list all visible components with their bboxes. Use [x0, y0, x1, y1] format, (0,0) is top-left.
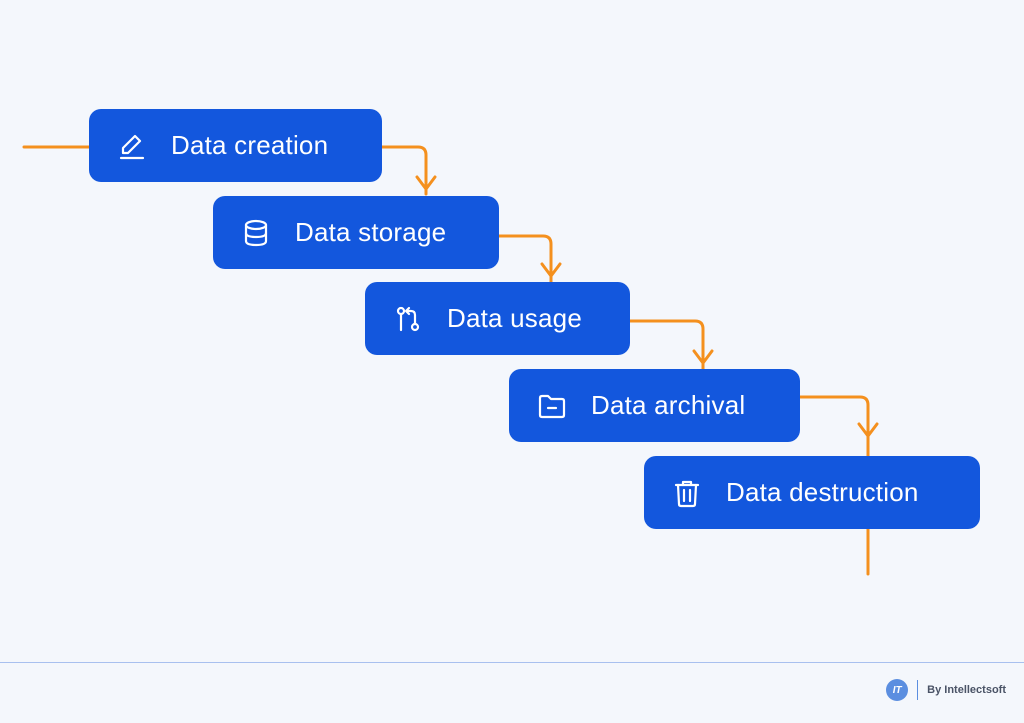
arrowhead-usage-archival: [692, 349, 714, 365]
arrowhead-archival-destruction: [857, 422, 879, 438]
git-branch-icon: [391, 302, 425, 336]
trash-icon: [670, 476, 704, 510]
step-data-usage[interactable]: Data usage: [365, 282, 630, 355]
folder-icon: [535, 389, 569, 423]
footer-separator: [917, 680, 919, 700]
step-label: Data destruction: [726, 477, 919, 507]
footer-divider: [0, 662, 1024, 663]
step-label: Data storage: [295, 217, 447, 247]
connector-usage-archival: [628, 319, 705, 371]
arrowhead-storage-usage: [540, 262, 562, 278]
pencil-icon: [115, 129, 149, 163]
step-label: Data usage: [447, 303, 582, 333]
connector-archival-destruction: [798, 395, 870, 458]
step-data-destruction[interactable]: Data destruction: [644, 456, 980, 529]
step-data-archival[interactable]: Data archival: [509, 369, 800, 442]
arrowhead-creation-storage: [415, 175, 437, 191]
brand-credit: By Intellectsoft: [927, 684, 1006, 696]
step-label: Data archival: [591, 390, 746, 420]
connector-storage-usage: [497, 234, 553, 284]
database-icon: [239, 216, 273, 250]
connector-creation-storage: [380, 145, 428, 196]
step-data-storage[interactable]: Data storage: [213, 196, 499, 269]
intellectsoft-logo: IT: [886, 679, 909, 701]
step-data-creation[interactable]: Data creation: [89, 109, 382, 182]
footer-branding: IT By Intellectsoft: [886, 678, 1006, 702]
step-label: Data creation: [171, 130, 329, 160]
